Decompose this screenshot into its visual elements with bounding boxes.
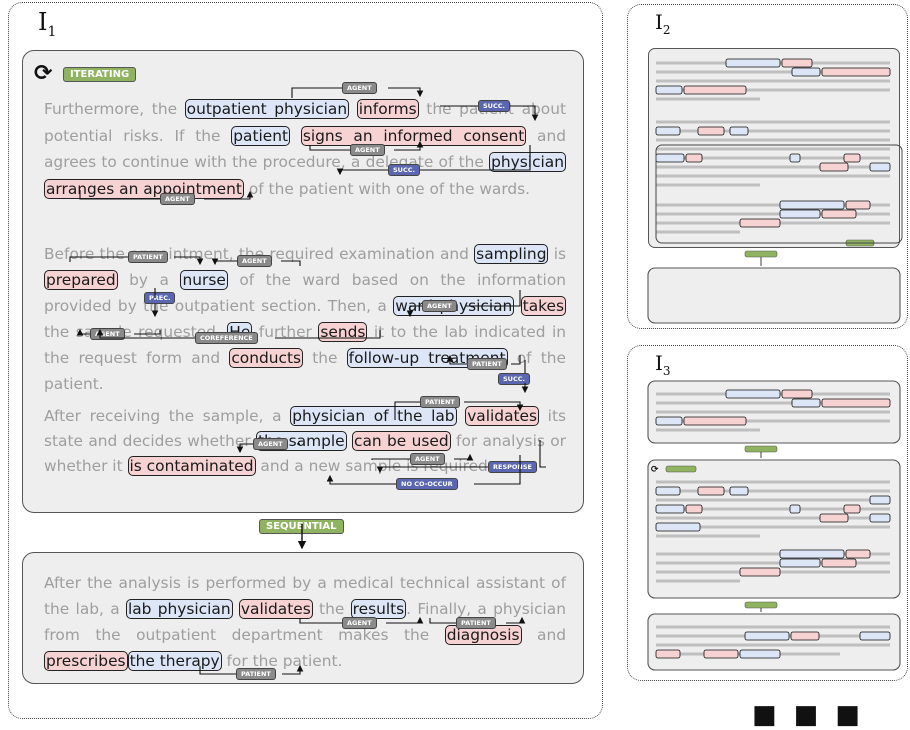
text: for the patient. [221,652,343,670]
text [349,100,357,118]
activity-conducts: conducts [229,348,304,368]
relation-agent-7: AGENT [253,438,288,450]
panel-2-label: I2 [655,10,671,37]
text: by a [117,271,181,289]
relation-succ-3: SUCC. [498,373,530,385]
paragraph-4: After the analysis is performed by a med… [44,570,566,674]
entity-lab-physician: lab physician [125,599,233,619]
relation-coreference: COREFERENCE [195,332,258,344]
relation-agent-2: AGENT [350,144,385,156]
text: of the ward based on the information pro… [44,271,566,315]
relation-patient-4: PATIENT [456,617,496,629]
activity-informs: informs [356,99,419,119]
paragraph-2: Before the appointment, the required exa… [44,241,566,397]
relation-agent-5: AGENT [422,300,457,312]
relation-succ-2: SUCC. [388,164,420,176]
relation-agent-4: AGENT [237,255,272,267]
activity-diagnosis: diagnosis [444,625,522,645]
iterating-label: ITERATING [63,67,137,82]
label-letter: I [38,8,48,36]
text: Furthermore, the [44,100,185,118]
text: the [312,600,351,618]
relation-succ-1: SUCC. [478,100,510,112]
label-subscript: 2 [662,23,671,37]
text [457,407,466,425]
activity-arranges-appointment: arranges an appointment [44,178,244,199]
relation-agent-9: AGENT [342,617,377,629]
panel-3-label: I3 [655,351,671,378]
instance-panel-2 [627,4,908,329]
text: for analysis or whether it [44,432,566,475]
relation-response: RESPONSE [488,461,537,473]
text: and agrees to continue with the procedur… [44,126,566,172]
relation-agent-1: AGENT [342,82,377,94]
relation-patient-2: PATIENT [467,358,507,370]
paragraph-3: After receiving the sample, a physician … [44,404,566,479]
activity-validates: validates [465,406,540,426]
text: of the patient. [44,349,566,393]
entity-physician-of-lab: physician of the lab [290,406,457,426]
label-letter: I [655,10,663,34]
text: its state and decides whether [44,407,566,450]
entity-nurse: nurse [180,270,228,290]
entity-results: results [350,599,407,619]
activity-validates-results: validates [238,599,313,619]
ellipsis: ■ ■ ■ [752,700,864,730]
activity-prepared: prepared [44,270,118,290]
instance-panel-3 [627,345,908,681]
sequential-label: SEQUENTIAL [259,519,344,534]
relation-patient-5: PATIENT [236,668,276,680]
relation-patient-3: PATIENT [420,396,460,408]
text: further [252,323,319,341]
text: and [521,626,566,644]
label-letter: I [655,351,663,375]
activity-is-contaminated: is contaminated [127,456,256,476]
relation-no-co-occur: NO CO-OCCUR [396,478,458,490]
activity-can-be-used: can be used [352,431,451,451]
text [514,297,520,315]
activity-signs-consent: signs an informed consent [300,125,527,146]
relation-agent-3: AGENT [160,193,195,205]
relation-agent-6: AGENT [90,328,125,340]
activity-prescribes: prescribes [44,651,128,671]
text: the [303,349,347,367]
text [233,600,239,618]
activity-sends: sends [318,322,368,342]
entity-outpatient-physician: outpatient physician [184,99,350,119]
text: it to the lab indicated in the request f… [44,323,567,367]
text: and a new sample is required. [255,457,493,475]
text [290,127,301,145]
text: . Finally, a physician from the outpatie… [44,600,566,644]
entity-the-therapy: the therapy [127,651,222,671]
panel-1-label: I1 [38,8,56,40]
label-subscript: 1 [47,23,57,40]
entity-sampling: sampling [474,244,549,264]
entity-physician: physician [489,152,566,172]
text: of the patient with one of the wards. [243,179,531,198]
thumb-2-block-1 [648,48,900,248]
label-subscript: 3 [662,364,671,378]
relation-prec: PREC. [144,292,176,304]
relation-patient-1: PATIENT [128,251,168,263]
relation-agent-8: AGENT [410,453,445,465]
instance-panel-1 [8,2,603,719]
loop-icon: ⟳ [34,61,53,86]
text: is [548,245,566,263]
activity-takes: takes [520,296,566,316]
entity-patient: patient [231,125,291,146]
text: After receiving the sample, a [44,407,291,425]
text: After the analysis is performed by a med… [44,574,566,618]
